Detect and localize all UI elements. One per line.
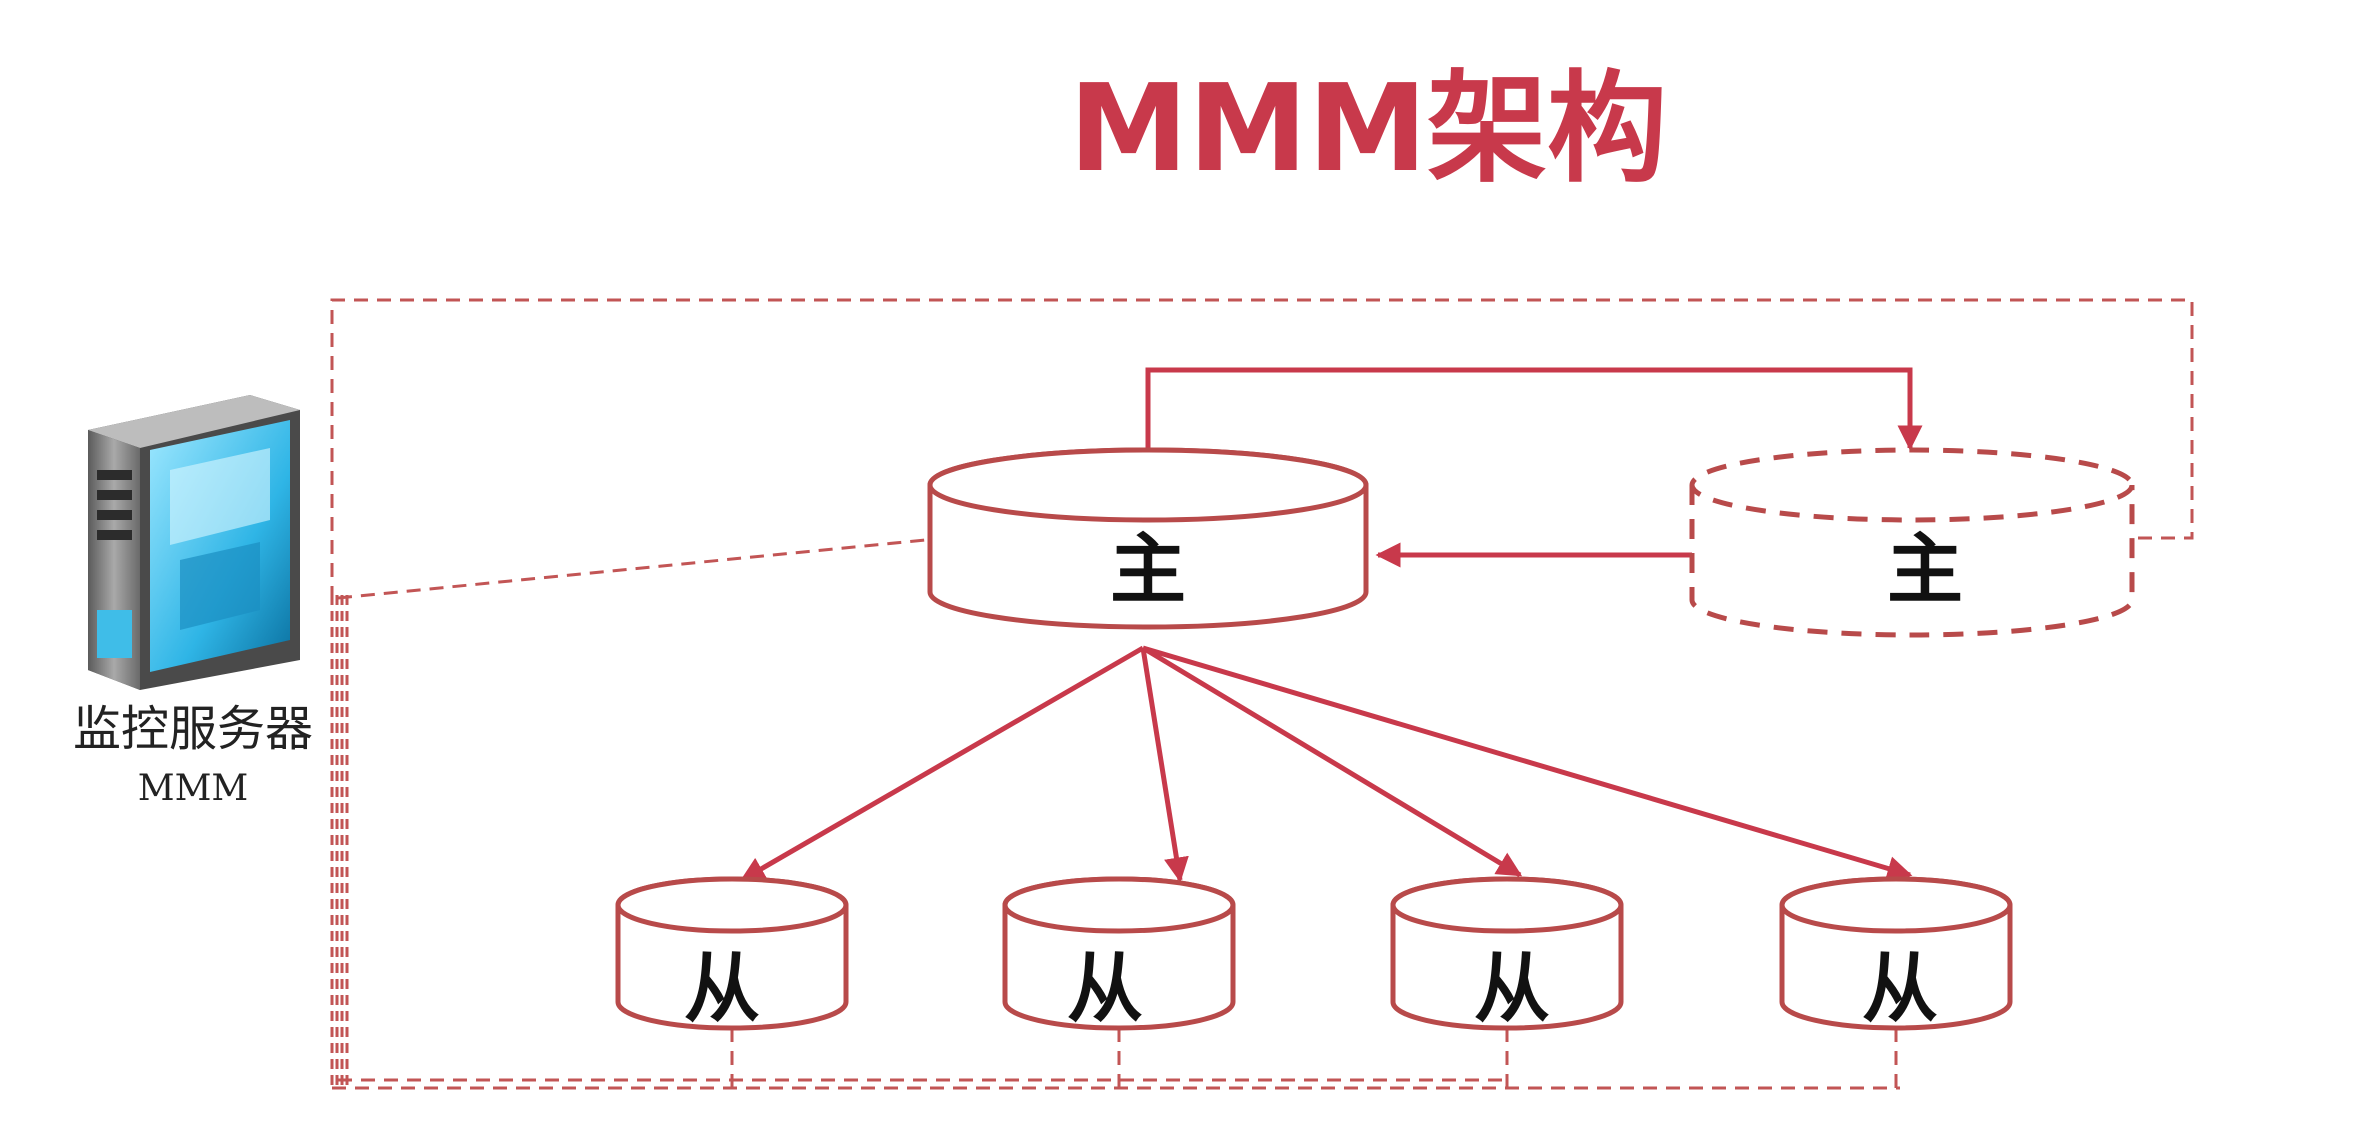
master-to-slave-3-arrow — [1141, 645, 1523, 878]
page-title: MMM架构 — [1069, 60, 1667, 199]
monitor-server-label: 监控服务器 — [73, 701, 313, 757]
primary-master-label: 主 — [1110, 525, 1186, 614]
master-to-standby-arrow — [1145, 367, 1923, 451]
slave-node-1: 从 — [615, 876, 849, 1033]
master-to-slave-1-arrow — [739, 645, 1145, 883]
server-tower-icon — [88, 395, 300, 690]
slave-label: 从 — [684, 944, 760, 1033]
standby-master-node: 主 — [1689, 447, 2135, 638]
master-to-slave-4-arrow — [1142, 645, 1913, 881]
primary-master-node: 主 — [927, 447, 1369, 630]
slave-node-2: 从 — [1002, 876, 1236, 1033]
slave-node-3: 从 — [1390, 876, 1624, 1033]
monitor-server-sublabel: MMM — [138, 768, 249, 809]
master-to-slave-2-arrow — [1140, 647, 1189, 883]
slave-label: 从 — [1862, 944, 1938, 1033]
standby-master-label: 主 — [1887, 525, 1963, 614]
slave-label: 从 — [1067, 944, 1143, 1033]
monitoring-connections — [330, 298, 2194, 1090]
slave-node-4: 从 — [1779, 876, 2013, 1033]
slave-label: 从 — [1474, 944, 1550, 1033]
replication-links — [739, 367, 1923, 883]
